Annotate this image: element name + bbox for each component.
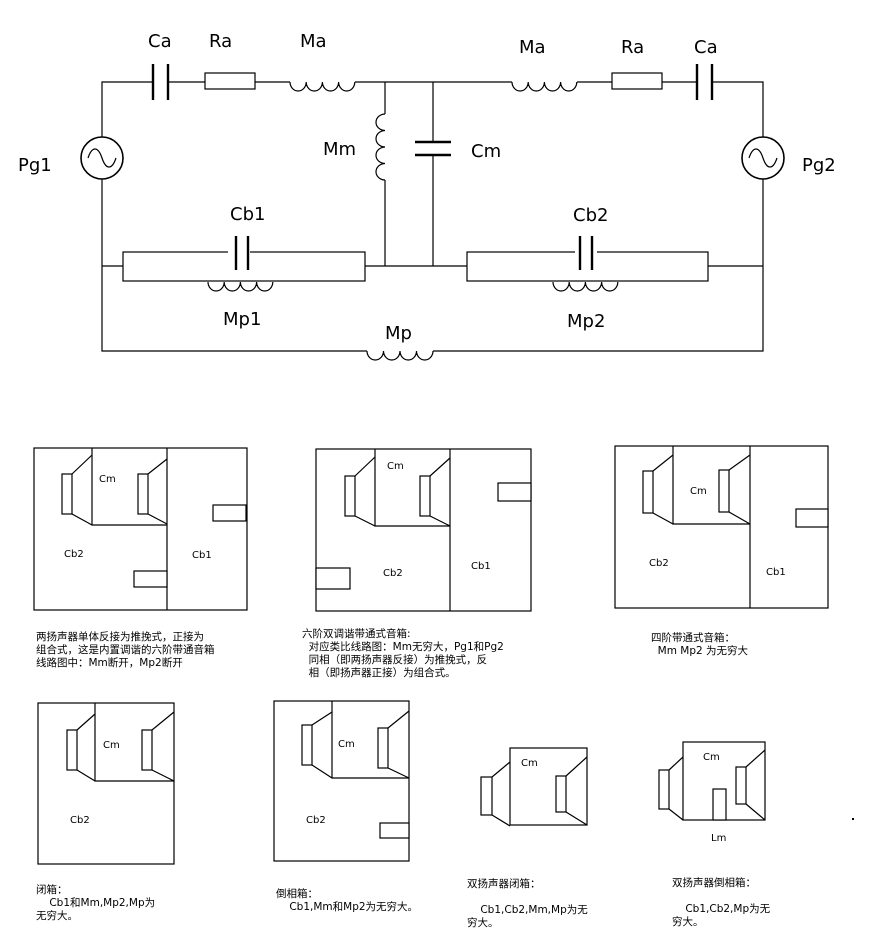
enc3-cm: Cm [690, 486, 707, 497]
inductor-mp1 [207, 281, 274, 292]
enc1-cb1: Cb1 [192, 550, 212, 561]
enc5-cm: Cm [338, 739, 355, 750]
enclosure-1: Cm Cb2 Cb1 [33, 447, 248, 611]
capacitor-cm [415, 140, 451, 157]
enc5-cb2: Cb2 [306, 815, 326, 826]
enc2-cb1: Cb1 [471, 561, 491, 572]
label-ra-left: Ra [209, 31, 232, 52]
resistor-ra-right [611, 72, 663, 90]
enc3-cb1: Cb1 [766, 567, 786, 578]
resistor-ra-left [204, 72, 256, 90]
label-mm: Mm [323, 139, 356, 160]
label-cb2: Cb2 [573, 205, 608, 226]
enc6-cm: Cm [521, 758, 538, 769]
enc7-lm: Lm [711, 833, 726, 844]
capacitor-ca-right [695, 64, 714, 100]
inductor-mp [366, 350, 434, 361]
capacitor-cb1 [228, 236, 250, 270]
enc3-cb2: Cb2 [649, 558, 669, 569]
enc4-cm: Cm [103, 740, 120, 751]
enc2-cm: Cm [387, 461, 404, 472]
enc7-cm: Cm [703, 752, 720, 763]
caption-enclosure-3: 四阶带通式音箱： Mm Mp2 为无穷大 [651, 632, 749, 657]
enc1-cm: Cm [99, 474, 116, 485]
caption-enclosure-6: 双扬声器闭箱： Cb1,Cb2,Mm,Mp为无 穷大。 [467, 878, 588, 929]
label-ca-right: Ca [694, 37, 718, 58]
label-mp: Mp [385, 323, 412, 344]
label-pg1: Pg1 [18, 155, 52, 176]
enclosure-7: Cm Lm [658, 741, 766, 844]
label-ma-left: Ma [300, 31, 327, 52]
label-cm: Cm [471, 141, 501, 162]
label-mp1: Mp1 [223, 309, 261, 330]
label-mp2: Mp2 [567, 311, 605, 332]
label-cb1: Cb1 [230, 204, 265, 225]
capacitor-ca-left [151, 64, 170, 100]
inductor-ma-right [511, 81, 578, 92]
label-ra-right: Ra [621, 37, 644, 58]
capacitor-cb2 [575, 236, 597, 270]
enclosure-6: Cm [480, 747, 588, 827]
enclosure-2: Cm Cb2 Cb1 [315, 448, 532, 612]
inductor-mp2 [552, 281, 619, 292]
enclosure-3: Cm Cb2 Cb1 [614, 445, 829, 609]
caption-enclosure-7: 双扬声器倒相箱： Cb1,Cb2,Mp为无 穷大。 [672, 877, 771, 928]
enc1-cb2: Cb2 [64, 549, 84, 560]
enclosure-5: Cm Cb2 [273, 700, 410, 862]
label-ca-left: Ca [148, 31, 172, 52]
enc2-cb2: Cb2 [383, 568, 403, 579]
enclosure-4: Cm Cb2 [37, 702, 175, 865]
source-pg1 [80, 136, 124, 180]
caption-enclosure-5: 倒相箱： Cb1,Mm和Mp2为无穷大。 [276, 888, 419, 913]
source-pg2 [741, 136, 785, 180]
label-pg2: Pg2 [802, 155, 836, 176]
enc4-cb2: Cb2 [70, 815, 90, 826]
inductor-ma-left [289, 81, 356, 92]
caption-enclosure-1: 两扬声器单体反接为推挽式，正接为 组合式，这是内置调谐的六阶带通音箱 线路图中：… [36, 631, 215, 669]
caption-enclosure-2: 六阶双调谐带通式音箱: 对应类比线路图：Mm无穷大，Pg1和Pg2 同相（即两扬… [302, 628, 504, 679]
equivalent-circuit: Ca Ra Ma Ma Ra Ca Pg1 Pg2 Mm Cm Cb1 Cb2 … [18, 31, 836, 361]
inductor-mm [375, 113, 386, 181]
caption-enclosure-4: 闭箱： Cb1和Mm,Mp2,Mp为 无穷大。 [36, 884, 156, 922]
label-ma-right: Ma [519, 37, 546, 58]
